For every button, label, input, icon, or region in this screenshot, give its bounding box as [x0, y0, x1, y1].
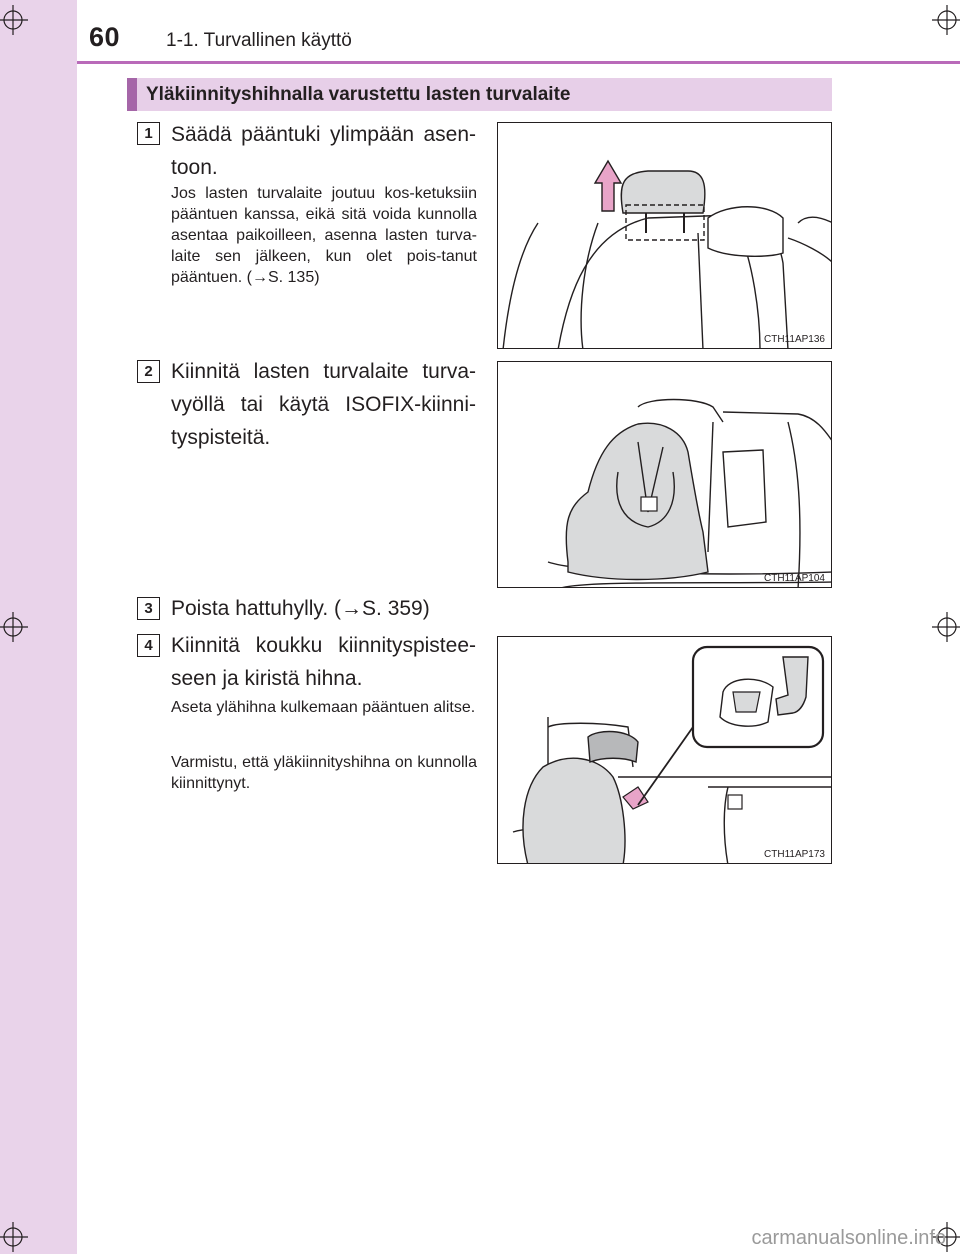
crop-mark-icon	[932, 1222, 960, 1252]
step-note: Jos lasten turvalaite joutuu kos-ketuksi…	[171, 185, 477, 286]
up-arrow-icon	[593, 159, 623, 212]
step-number-badge: 3	[137, 597, 160, 620]
figure-tether-hook: CTH11AP173	[497, 636, 832, 864]
crop-mark-icon	[0, 612, 28, 642]
child-seat-illustration	[547, 398, 831, 587]
figure-code: CTH11AP136	[764, 334, 825, 345]
crop-mark-icon	[932, 5, 960, 35]
page-number: 60	[89, 22, 121, 52]
step-instruction: Kiinnitä koukku kiinnityspistee-seen ja …	[171, 634, 476, 690]
figure-code: CTH11AP104	[764, 573, 825, 584]
tether-hook-illustration	[512, 645, 831, 863]
step-number-badge: 4	[137, 634, 160, 657]
step-note: Varmistu, että yläkiinnityshihna on kunn…	[171, 754, 477, 792]
step-instruction: Kiinnitä lasten turvalaite turva-vyöllä …	[171, 360, 476, 449]
section-title: Yläkiinnityshihnalla varustettu lasten t…	[146, 84, 571, 105]
crop-mark-icon	[0, 5, 28, 35]
figure-child-seat-install: CTH11AP104	[497, 361, 832, 588]
step-instruction: Säädä pääntuki ylimpään asen-toon.	[171, 123, 476, 179]
chapter-title: 1-1. Turvallinen käyttö	[166, 30, 352, 51]
step-note: Aseta ylähihna kulkemaan pääntuen alitse…	[171, 699, 476, 716]
header-divider	[77, 61, 960, 64]
figure-headrest-adjust: CTH11AP136	[497, 122, 832, 349]
step-instruction: Poista hattuhylly. (→S. 359)	[171, 597, 430, 620]
crop-mark-icon	[932, 612, 960, 642]
down-arrow-icon	[622, 786, 649, 810]
figure-code: CTH11AP173	[764, 849, 825, 860]
headrest-illustration	[502, 159, 831, 348]
crop-mark-icon	[0, 1222, 28, 1252]
step-number-badge: 1	[137, 122, 160, 145]
section-heading: Yläkiinnityshihnalla varustettu lasten t…	[127, 78, 832, 111]
watermark: carmanualsonline.info	[751, 1227, 946, 1249]
step-number-badge: 2	[137, 360, 160, 383]
